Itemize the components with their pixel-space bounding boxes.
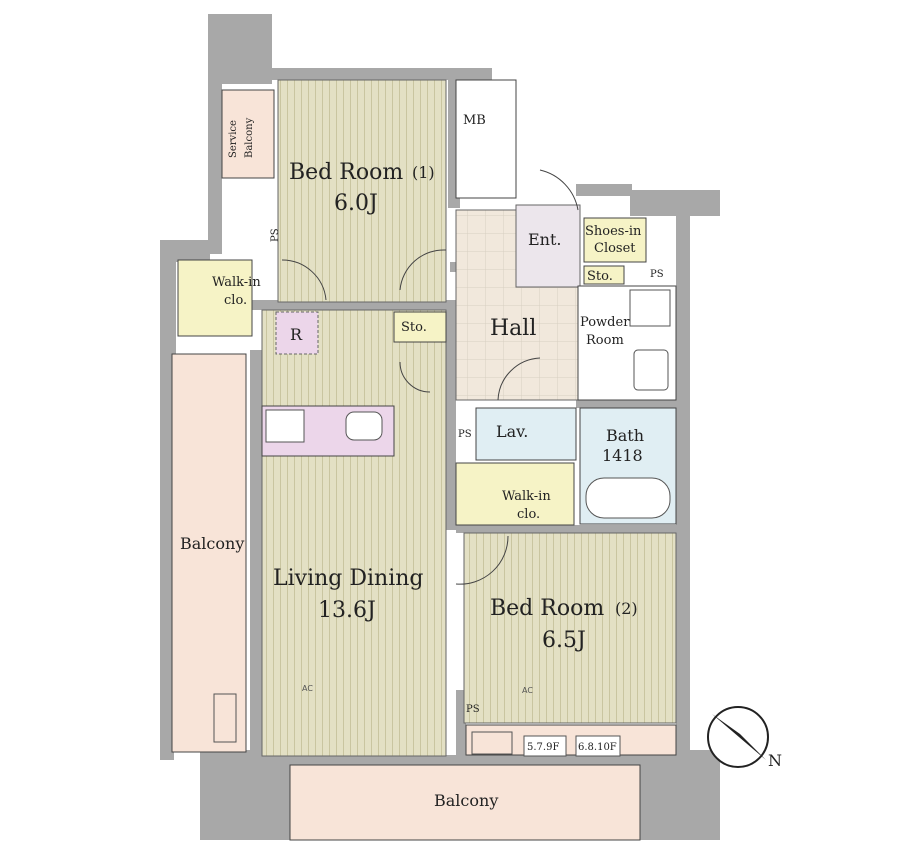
hall-label: Hall <box>490 316 536 341</box>
lavatory-label: Lav. <box>496 422 528 441</box>
ps-bottom-label: PS <box>466 704 480 715</box>
left-balcony-label: Balcony <box>180 534 244 553</box>
toilet <box>629 289 671 327</box>
living-floor <box>261 309 447 757</box>
ps-lav-label: PS <box>458 429 472 440</box>
north-label: N <box>768 751 782 770</box>
service-balcony-label2: Balcony <box>244 117 255 158</box>
bedroom1-name: Bed Room <box>289 160 403 185</box>
left-balcony-floor <box>171 353 247 753</box>
shoes-closet <box>583 217 647 263</box>
storage-hall-label: Sto. <box>401 320 427 335</box>
service-balcony-label1: Service <box>228 120 239 158</box>
walkin2-label1: Walk-in <box>502 489 551 504</box>
walkin1-label2: clo. <box>224 293 247 308</box>
ac-label2: AC <box>522 686 533 695</box>
door-swings <box>281 169 579 585</box>
bedroom1-area: 6.0J <box>334 191 378 216</box>
bath-label: Bath <box>606 426 644 445</box>
refrigerator-space <box>275 311 319 355</box>
unit-label2: 6.8.10F <box>578 742 617 753</box>
storage-top-label: Sto. <box>587 269 613 284</box>
bottom-balcony-floor <box>289 764 641 841</box>
powder-room-label2: Room <box>586 333 624 348</box>
north-compass-icon <box>707 706 769 768</box>
shoes-closet-label2: Closet <box>594 241 636 256</box>
storage-hall <box>393 311 447 343</box>
ps-left-label: PS <box>270 228 281 242</box>
walkin1-label1: Walk-in <box>212 275 261 290</box>
walkin2-label2: clo. <box>517 507 540 522</box>
lavatory-floor <box>475 407 577 461</box>
bedroom2-floor <box>463 532 677 724</box>
entrance-floor <box>515 204 581 288</box>
stove-icon <box>265 409 305 443</box>
walls <box>160 14 720 840</box>
top-balcony-strip <box>465 724 677 756</box>
bath-size: 1418 <box>602 446 643 465</box>
refrigerator-label: R <box>290 325 303 344</box>
meter-box <box>455 79 517 199</box>
bedroom2-area: 6.5J <box>542 628 586 653</box>
sink <box>633 349 669 391</box>
unit-label1: 5.7.9F <box>527 742 559 753</box>
walkin-closet1 <box>177 259 253 337</box>
left-balcony-hatch <box>213 693 237 743</box>
bottom-balcony-hatch <box>471 731 513 755</box>
meter-box-label: MB <box>463 113 486 128</box>
powder-room-label1: Powder <box>580 315 630 330</box>
shoes-closet-label1: Shoes-in <box>585 224 642 239</box>
bathtub <box>585 477 671 519</box>
entrance-label: Ent. <box>528 230 562 249</box>
service-balcony-floor <box>221 89 275 179</box>
ac-label1: AC <box>302 684 313 693</box>
bottom-balcony-label: Balcony <box>434 791 498 810</box>
bedroom1-num: (1) <box>412 163 435 182</box>
unit-box1 <box>523 735 567 757</box>
kitchen-sink-icon <box>345 411 383 441</box>
walkin-closet2 <box>455 462 575 526</box>
bedroom2-name: Bed Room <box>490 596 604 621</box>
living-name: Living Dining <box>273 566 424 591</box>
bedroom1-floor <box>277 79 447 303</box>
ps-entrance-label: PS <box>650 269 664 280</box>
bedroom2-num: (2) <box>615 599 638 618</box>
unit-box2 <box>575 735 621 757</box>
storage-top <box>583 265 625 285</box>
living-area: 13.6J <box>318 598 376 623</box>
